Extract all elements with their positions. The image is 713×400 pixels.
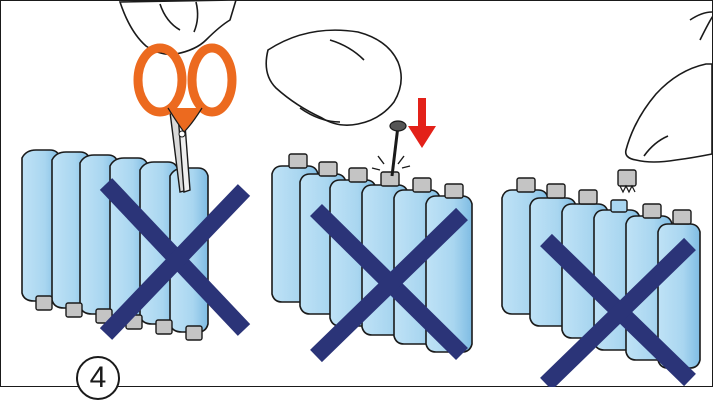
step-number-badge: 4 bbox=[76, 356, 120, 400]
caps-top-2 bbox=[288, 153, 464, 199]
panel-cut-with-scissors bbox=[21, 0, 251, 341]
caps-top-3 bbox=[516, 177, 692, 225]
bottle-cap bbox=[288, 153, 308, 169]
bottle-cap bbox=[412, 177, 432, 193]
pin-icon bbox=[389, 120, 407, 177]
bottle-cap bbox=[578, 189, 598, 205]
bottle-cap bbox=[318, 161, 338, 177]
arrow-down-icon bbox=[408, 98, 436, 148]
scissors-icon bbox=[133, 43, 237, 193]
cap-icon bbox=[617, 169, 637, 194]
illustration-svg bbox=[21, 0, 713, 387]
open-spout bbox=[610, 199, 628, 213]
bottle-cap bbox=[65, 302, 83, 318]
cross-mark-3 bbox=[540, 233, 696, 387]
impact-lines bbox=[371, 155, 411, 171]
bottle-cap bbox=[516, 177, 536, 193]
bottle-cap bbox=[444, 183, 464, 199]
bottle-cap bbox=[35, 295, 53, 311]
cross-mark-2 bbox=[310, 203, 468, 363]
hand-2 bbox=[265, 29, 402, 126]
bottle-cap bbox=[185, 325, 203, 341]
panel-pierce-with-pin bbox=[265, 29, 473, 363]
bottle-cap bbox=[155, 319, 173, 335]
bottle-pack-1 bbox=[21, 149, 209, 333]
cross-mark-1 bbox=[99, 178, 251, 340]
bottle-cap bbox=[380, 171, 400, 187]
panel-remove-cap-by-hand bbox=[501, 11, 713, 387]
bottle-cap bbox=[348, 167, 368, 183]
bottle-cap bbox=[546, 183, 566, 199]
bottle-cap bbox=[672, 209, 692, 225]
bottle-cap bbox=[642, 203, 662, 219]
hand-3 bbox=[624, 11, 713, 163]
